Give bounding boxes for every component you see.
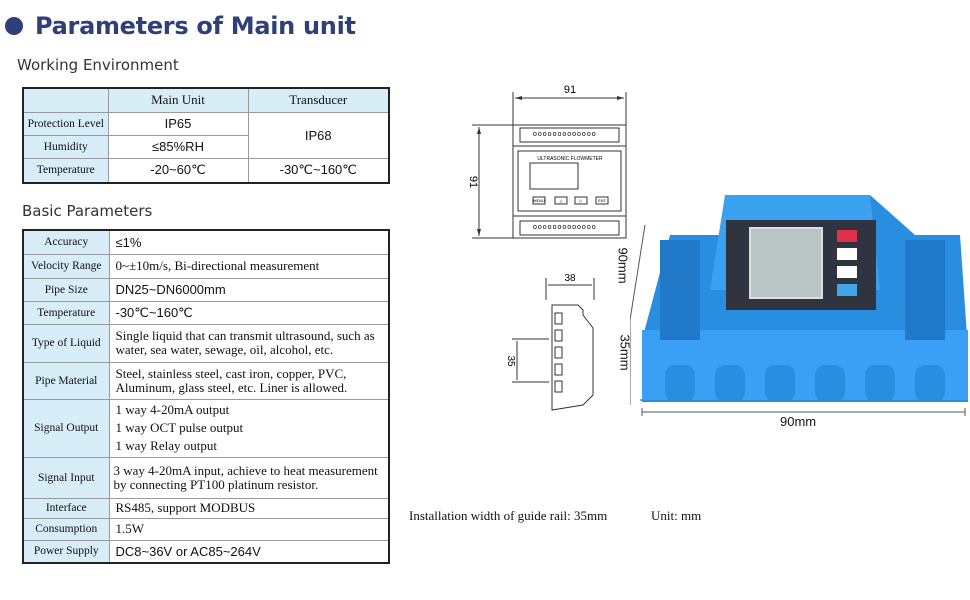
front-view-drawing [472,92,627,239]
table-row: Protection Level IP65 IP68 [22,111,390,159]
photo-width-label: 90mm [780,414,817,429]
working-environment-table: Main Unit Transducer Protection Level IP… [22,87,390,184]
row-label: Temperature [22,157,109,184]
output-line: 1 way OCT pulse output [115,420,244,435]
flowmeter-device-image [642,195,968,402]
ent-button-label: ENT [598,198,607,203]
page-title: Parameters of Main unit [35,12,356,40]
row-label: Accuracy [22,229,110,255]
terminal-holes-top: ooooooooooooo [533,131,597,138]
height-dimension: 91 [467,176,479,188]
cell: DC8~36V or AC85~264V [108,539,390,564]
row-label: Signal Input [22,456,110,499]
cell: 3 way 4-20mA input, achieve to heat meas… [108,456,390,499]
table-row: Temperature -20~60℃ -30℃~160℃ [22,157,390,184]
width-dimension: 91 [564,84,576,96]
basic-parameters-heading: Basic Parameters [22,202,153,220]
table-row: Accuracy≤1% [22,229,390,255]
row-label: Type of Liquid [22,323,110,363]
cell: IP65 [107,111,249,136]
rail-dimension: 35 [505,355,516,367]
depth-dimension: 38 [564,273,576,284]
product-photo [630,195,968,416]
device-buttons: MENU △ ▷ ENT [532,196,609,205]
row-label: Temperature [22,300,110,325]
row-label: Humidity [22,134,109,159]
row-label: Pipe Material [22,361,110,400]
cell: -30℃~160℃ [247,157,390,184]
dimension-arrows [477,96,624,236]
photo-rail-label: 35mm [617,334,633,371]
row-label: Pipe Size [22,277,110,302]
right-button-label: ▷ [579,198,583,203]
table-row: Humidity ≤85%RH [22,134,389,159]
photo-height-label: 90mm [615,247,631,284]
up-button-label: △ [559,198,563,203]
row-label: Consumption [22,517,110,541]
row-label: Signal Output [22,398,110,458]
row-label: Interface [22,497,110,519]
row-label: Power Supply [22,539,110,564]
unit-note: Unit: mm [651,508,702,523]
title-bullet-icon [5,17,23,35]
installation-note: Installation width of guide rail: 35mm [409,508,608,523]
cell: Single liquid that can transmit ultrasou… [108,323,390,363]
table-header-row: Main Unit Transducer [22,87,390,113]
table-row: Signal Output 1 way 4-20mA output 1 way … [22,398,390,458]
cell: DN25~DN6000mm [108,277,390,302]
photo-dimension-lines [630,224,966,416]
terminal-holes-bottom: ooooooooooooo [533,224,597,231]
device-label: ULTRASONIC FLOWMETER [537,156,603,162]
menu-button-label: MENU [533,198,545,203]
row-label: Protection Level [22,111,109,136]
output-line: 1 way 4-20mA output [115,402,230,417]
cell: -20~60℃ [107,157,249,184]
header-cell: Transducer [247,87,390,113]
working-environment-heading: Working Environment [17,56,179,74]
header-cell: Main Unit [107,87,249,113]
output-line: 1 way Relay output [115,438,217,453]
row-label: Velocity Range [22,253,110,279]
